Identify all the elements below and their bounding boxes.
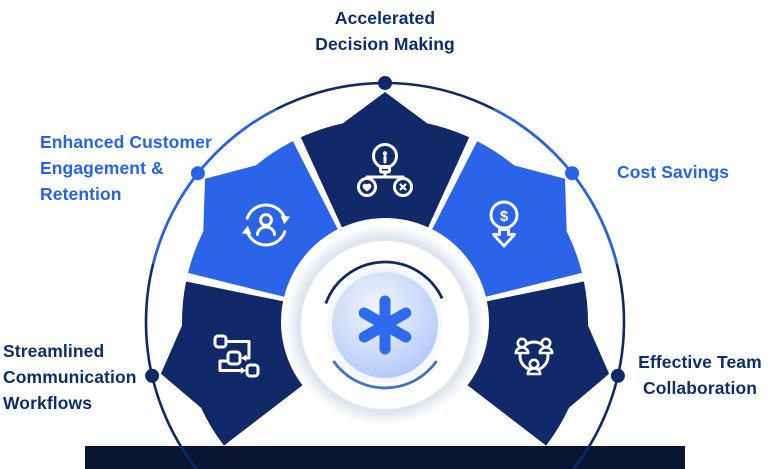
cost-savings-icon: $ bbox=[489, 200, 519, 248]
label-line: Effective Team bbox=[638, 352, 762, 372]
circle-dot-upper-left bbox=[190, 166, 205, 181]
segment-enhanced-customer-engagement bbox=[188, 141, 338, 297]
label-line: Communication bbox=[3, 367, 137, 387]
hub bbox=[285, 225, 485, 425]
label-line: Retention bbox=[40, 184, 122, 204]
bottom-bar bbox=[85, 446, 685, 469]
decision-making-icon bbox=[357, 143, 413, 197]
asterisk-icon bbox=[358, 295, 412, 355]
label-line: Workflows bbox=[3, 393, 93, 413]
circle-dot-top bbox=[378, 76, 392, 90]
label-streamlined-communication-workflows: Streamlined Communication Workflows bbox=[3, 338, 163, 416]
label-cost-savings: Cost Savings bbox=[617, 159, 757, 185]
hub-ring-bottom-arc bbox=[332, 360, 438, 390]
label-line: Engagement & bbox=[40, 158, 164, 178]
x-glyph bbox=[399, 183, 407, 191]
hub-ring-top-arc bbox=[324, 260, 444, 304]
label-line: Streamlined bbox=[3, 341, 105, 361]
heart-glyph bbox=[362, 183, 372, 192]
circle-dot-lower-left bbox=[145, 368, 160, 383]
segment-cost-savings bbox=[432, 141, 582, 297]
label-line: Cost Savings bbox=[617, 162, 730, 182]
label-enhanced-customer-engagement: Enhanced Customer Engagement & Retention bbox=[40, 129, 250, 207]
label-accelerated-decision-making: Accelerated Decision Making bbox=[255, 5, 515, 57]
label-effective-team-collaboration: Effective Team Collaboration bbox=[634, 349, 766, 401]
circle-dot-upper-right bbox=[565, 166, 580, 181]
team-collaboration-icon bbox=[514, 337, 554, 376]
workflow-icon bbox=[213, 334, 260, 378]
circle-dot-lower-right bbox=[610, 368, 625, 383]
label-line: Decision Making bbox=[315, 34, 455, 54]
label-line: Collaboration bbox=[642, 378, 758, 398]
label-line: Accelerated bbox=[334, 8, 436, 28]
customer-retention-icon bbox=[241, 203, 291, 247]
label-line: Enhanced Customer bbox=[40, 132, 212, 152]
down-arrow-glyph bbox=[492, 228, 516, 248]
dollar-glyph: $ bbox=[500, 208, 509, 225]
